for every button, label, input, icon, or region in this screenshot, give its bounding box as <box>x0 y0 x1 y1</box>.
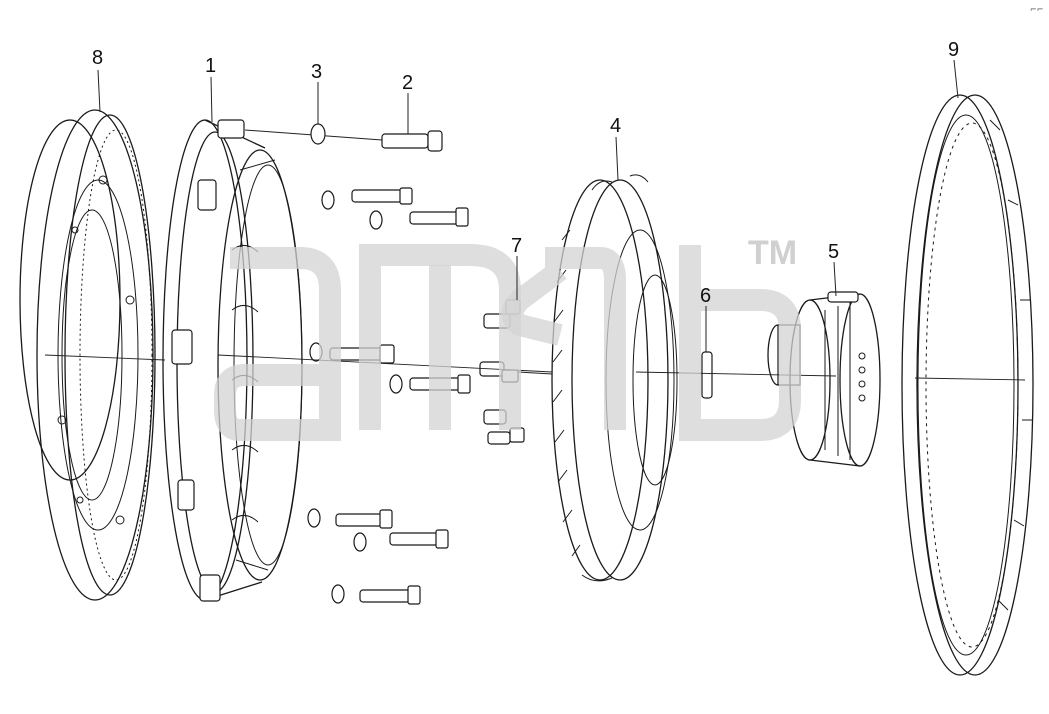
watermark-tm: TM <box>748 234 797 272</box>
corner-mark: ⌐⌐ <box>1030 5 1044 14</box>
assembly-axis <box>217 354 1026 381</box>
leader-lines <box>97 59 959 352</box>
part-4-gear <box>551 174 678 582</box>
part-8-flange <box>19 109 166 601</box>
callout-9: 9 <box>948 39 959 61</box>
callout-8: 8 <box>92 47 103 69</box>
callout-7: 7 <box>511 235 522 257</box>
part-6-insert <box>701 351 713 399</box>
part-9-ring <box>901 94 1034 676</box>
watermark-logo: TM <box>214 234 801 441</box>
callout-3: 3 <box>311 61 322 83</box>
callout-5: 5 <box>828 241 839 263</box>
part-1-ring-carrier <box>162 119 303 602</box>
callout-6: 6 <box>700 285 711 307</box>
callout-1: 1 <box>205 55 216 77</box>
part-3-washers <box>307 123 403 604</box>
callout-4: 4 <box>610 115 621 137</box>
callout-2: 2 <box>402 72 413 94</box>
